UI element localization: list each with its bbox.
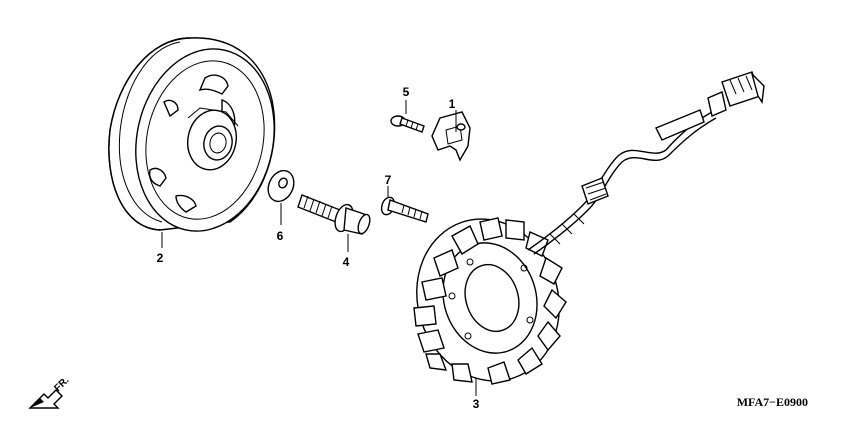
diagram-code: MFA7−E0900 bbox=[737, 395, 808, 409]
callout-6: 6 bbox=[277, 229, 284, 243]
leader-lines bbox=[161, 100, 477, 396]
flywheel-rotor bbox=[108, 37, 276, 232]
callout-1: 1 bbox=[449, 97, 456, 111]
front-direction-arrow-icon bbox=[28, 389, 63, 409]
callout-7: 7 bbox=[385, 173, 392, 187]
callout-5: 5 bbox=[403, 85, 410, 99]
stator-assembly bbox=[413, 71, 765, 385]
flange-bolt bbox=[297, 194, 371, 235]
washer bbox=[267, 169, 295, 203]
small-bolt bbox=[390, 115, 425, 133]
callout-3: 3 bbox=[473, 397, 480, 411]
wire-clamp-bracket bbox=[431, 111, 471, 162]
callout-2: 2 bbox=[157, 251, 164, 265]
callout-4: 4 bbox=[343, 255, 350, 269]
screw bbox=[380, 196, 429, 223]
